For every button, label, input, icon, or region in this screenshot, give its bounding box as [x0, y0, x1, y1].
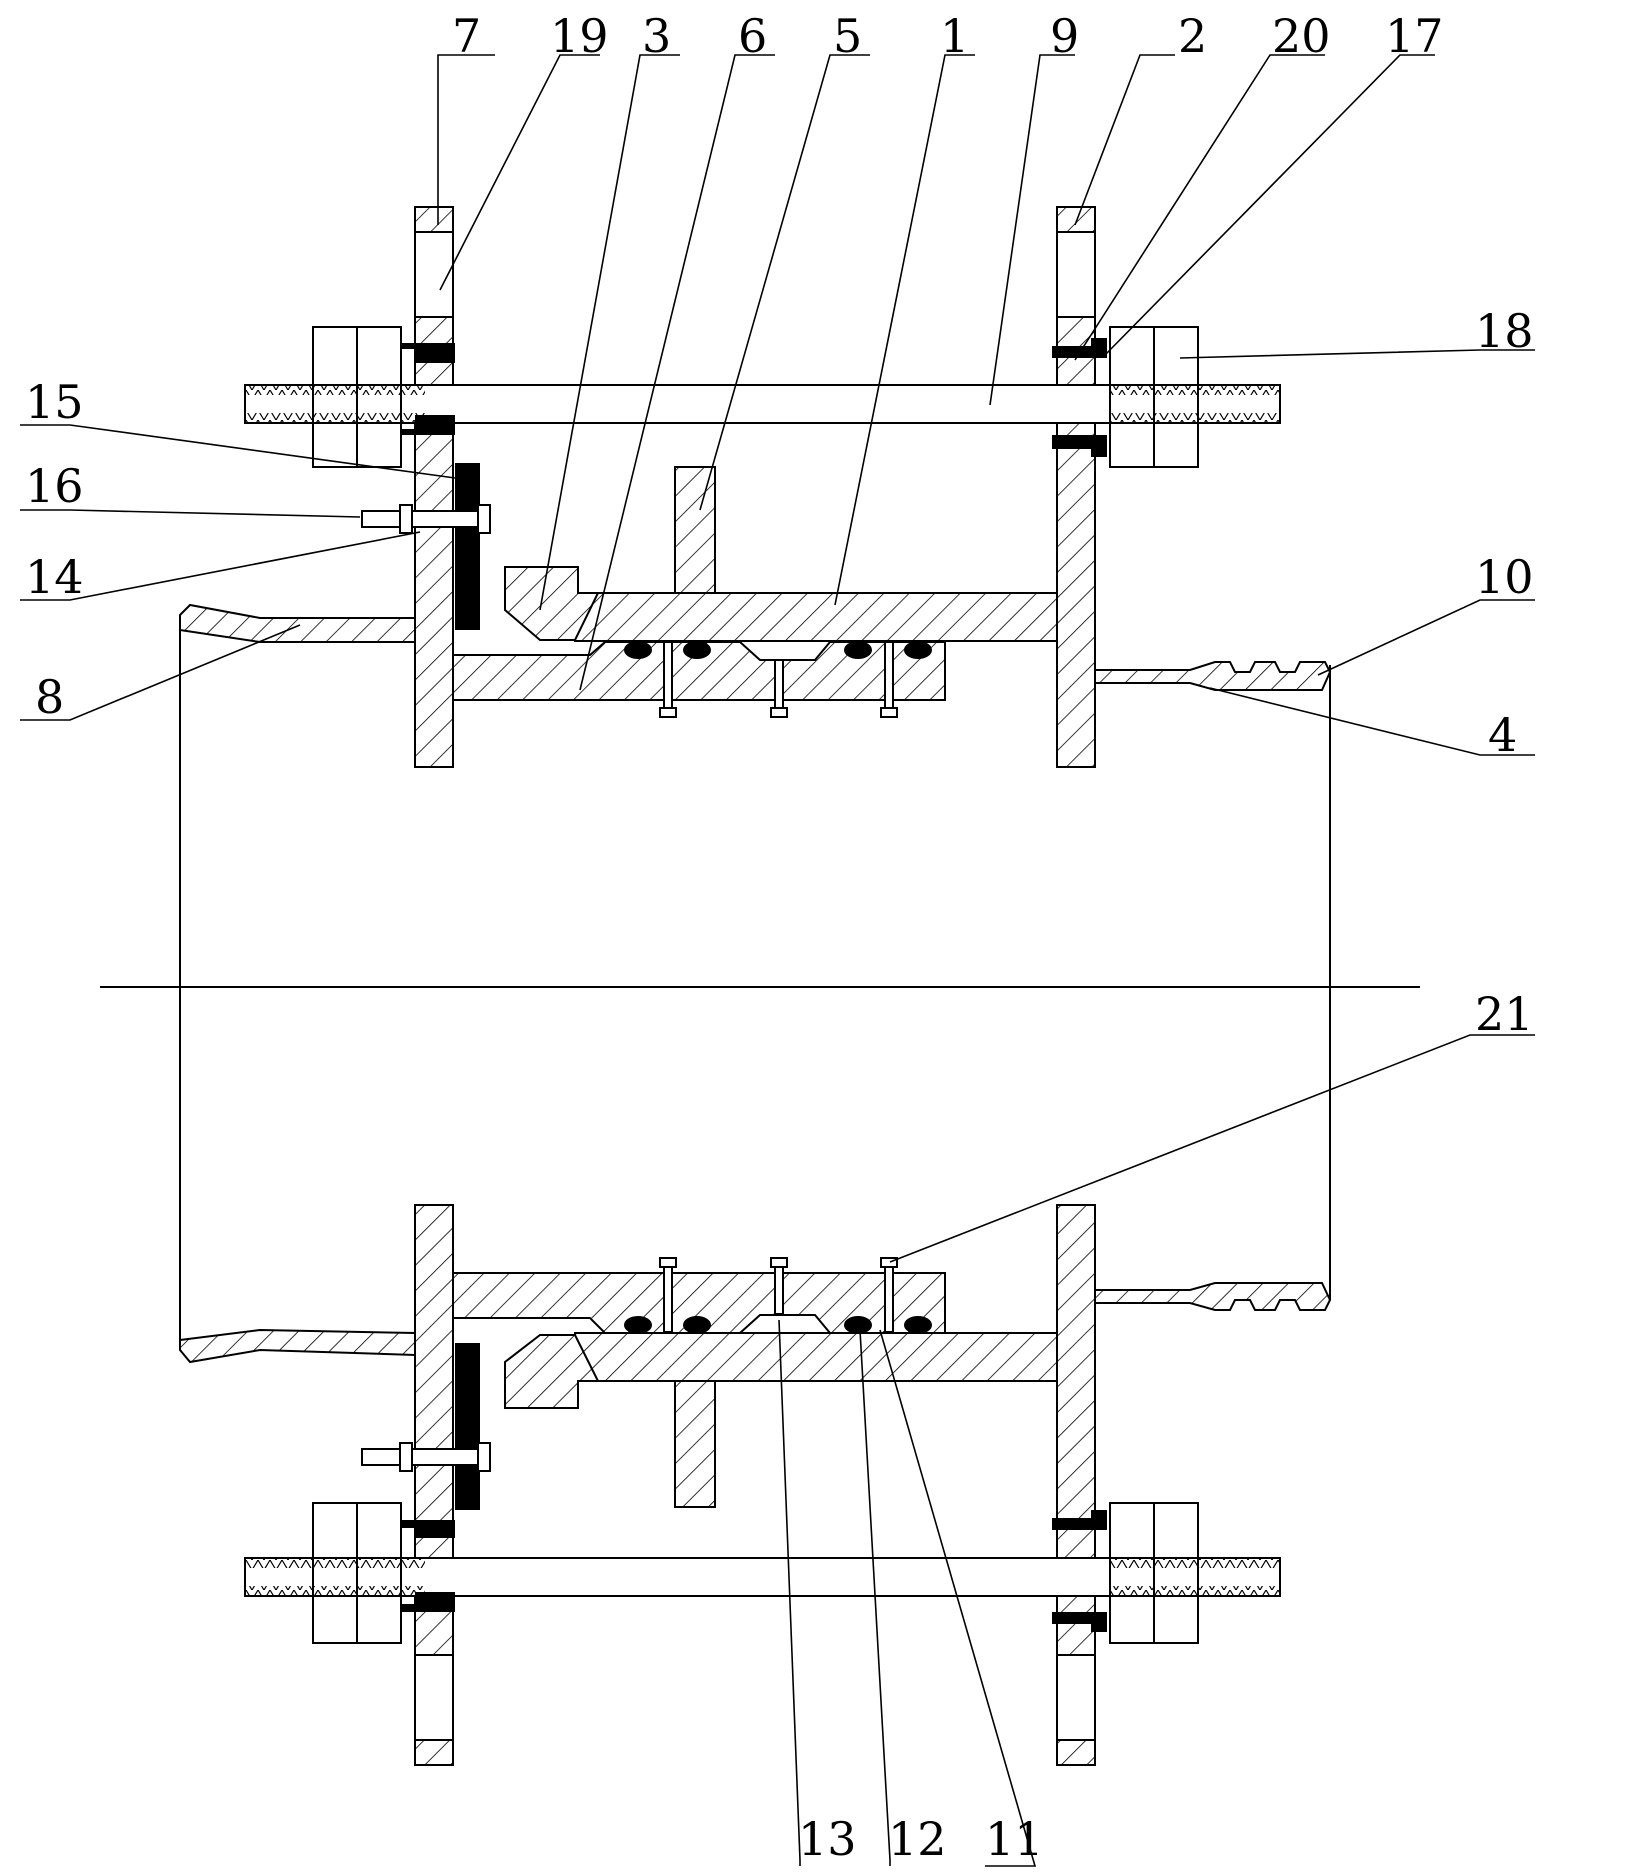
bolt-upper	[362, 511, 487, 527]
callout-8: 8	[35, 670, 64, 724]
callout-6: 6	[738, 9, 767, 63]
sleeve-upper	[575, 593, 1057, 641]
callout-21: 21	[1475, 987, 1534, 1041]
callout-1: 1	[940, 9, 969, 63]
lower-assembly	[180, 1205, 1330, 1765]
rib-lower	[675, 1381, 715, 1507]
right-pipe-upper	[1095, 662, 1330, 690]
callout-17: 17	[1385, 9, 1444, 63]
callout-12: 12	[888, 1812, 947, 1866]
callout-4: 4	[1488, 708, 1517, 762]
callout-13: 13	[798, 1812, 857, 1866]
callout-19: 19	[550, 9, 609, 63]
callout-20: 20	[1272, 9, 1331, 63]
upper-assembly	[180, 207, 1330, 767]
callout-11: 11	[985, 1812, 1044, 1866]
callout-10: 10	[1475, 550, 1534, 604]
seal-plate-lower	[455, 1343, 480, 1510]
callout-14: 14	[25, 550, 84, 604]
callout-16: 16	[25, 459, 84, 513]
left-pipe-upper	[180, 605, 415, 642]
rib-upper	[675, 467, 715, 593]
left-pipe-lower	[180, 1330, 415, 1362]
seal-plate-upper	[455, 463, 480, 630]
callout-18: 18	[1475, 304, 1534, 358]
sleeve-lower	[575, 1333, 1057, 1381]
callout-7: 7	[452, 9, 481, 63]
callout-15: 15	[25, 375, 84, 429]
right-pipe-lower	[1095, 1283, 1330, 1310]
callout-2: 2	[1178, 9, 1207, 63]
callout-9: 9	[1050, 9, 1079, 63]
callout-3: 3	[642, 9, 671, 63]
bolt-lower	[362, 1449, 487, 1465]
callout-5: 5	[833, 9, 862, 63]
